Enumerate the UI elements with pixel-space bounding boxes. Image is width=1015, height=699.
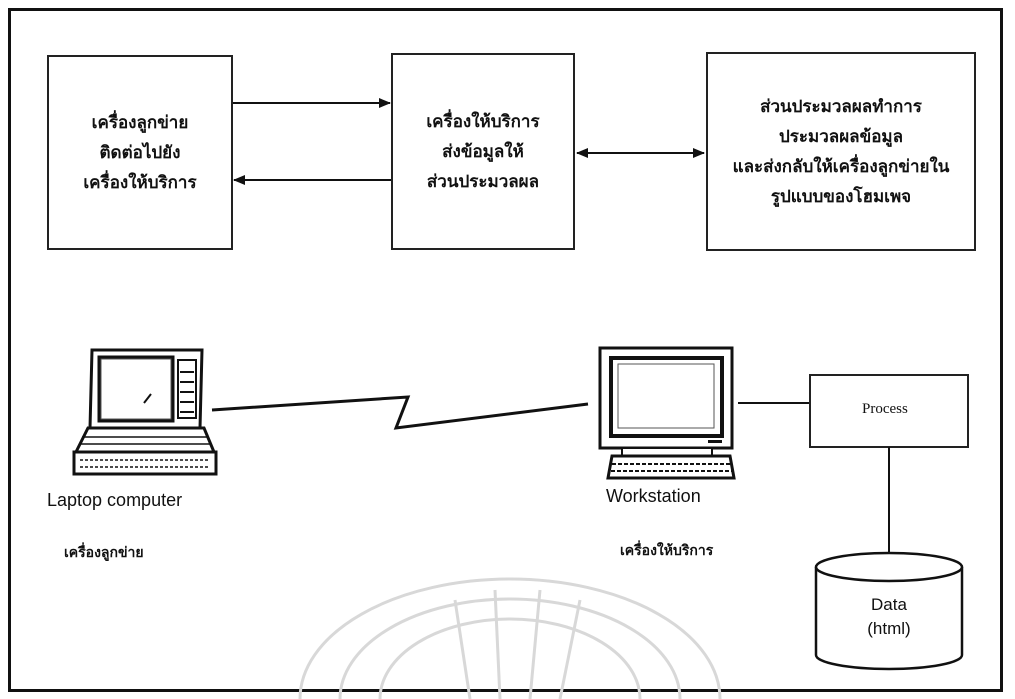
laptop-icon — [72, 348, 218, 476]
laptop-label: Laptop computer — [47, 490, 183, 510]
database-label-line-1: Data — [871, 595, 907, 614]
client-box: เครื่องลูกข่าย ติดต่อไปยัง เครื่องให้บริ… — [47, 55, 233, 250]
process-label: Process — [862, 401, 908, 417]
processor-box-line-3: และส่งกลับให้เครื่องลูกข่ายใน — [732, 156, 950, 177]
diagram-frame — [8, 8, 1003, 692]
database-label: Data (html) — [816, 593, 962, 641]
client-box-line-1: เครื่องลูกข่าย — [91, 112, 189, 133]
watermark-arcs — [298, 577, 722, 699]
processor-box-line-4: รูปแบบของโฮมเพจ — [770, 186, 912, 207]
server-box-line-2: ส่งข้อมูลให้ — [442, 141, 524, 162]
server-box-line-1: เครื่องให้บริการ — [426, 111, 540, 132]
process-box — [809, 374, 969, 448]
workstation-caption: เครื่องให้บริการ — [620, 543, 714, 559]
client-box-line-2: ติดต่อไปยัง — [99, 142, 181, 163]
processor-box-line-1: ส่วนประมวลผลทำการ — [760, 96, 922, 117]
server-box-line-3: ส่วนประมวลผล — [426, 171, 540, 192]
processor-box: ส่วนประมวลผลทำการ ประมวลผลข้อมูล และส่งก… — [706, 52, 976, 251]
database-label-line-2: (html) — [867, 619, 911, 638]
processor-box-line-2: ประมวลผลข้อมูล — [778, 126, 904, 147]
laptop-caption: เครื่องลูกข่าย — [64, 545, 144, 561]
workstation-icon — [598, 346, 736, 480]
server-box: เครื่องให้บริการ ส่งข้อมูลให้ ส่วนประมวล… — [391, 53, 575, 250]
network-link-line — [211, 395, 589, 430]
database-icon — [814, 551, 964, 671]
client-box-line-3: เครื่องให้บริการ — [83, 172, 197, 193]
workstation-label: Workstation — [606, 486, 701, 506]
